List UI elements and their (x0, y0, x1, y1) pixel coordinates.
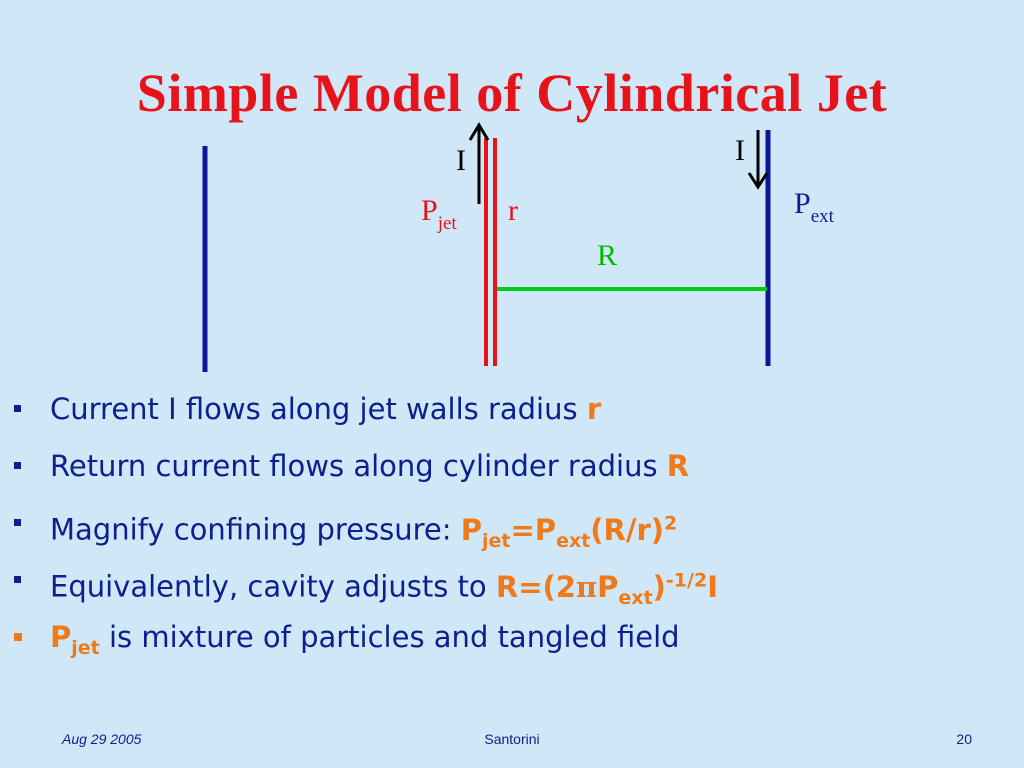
arrow-down-head-icon (747, 172, 769, 190)
page-number: 20 (956, 731, 972, 747)
label-current-left: I (456, 144, 466, 177)
formula-sup: -1/2 (665, 569, 708, 591)
bullet-text: Return current flows along cylinder radi… (50, 449, 667, 483)
bullet-text: Magnify confining pressure: (50, 512, 461, 547)
formula-pjet: Pjet (50, 620, 100, 659)
bullet-square-icon (14, 405, 21, 412)
formula-part: =P (510, 512, 557, 547)
formula-sub: jet (482, 529, 511, 552)
formula-part: P (460, 512, 483, 547)
formula-part: R=(2 (495, 569, 576, 604)
bullet-square-icon (14, 576, 21, 583)
label-p-jet-sub: jet (437, 213, 458, 234)
bullet-text: Equivalently, cavity adjusts to (50, 569, 496, 604)
formula-sub: ext (618, 586, 653, 609)
label-R: R (597, 239, 617, 272)
bullet-square-icon (14, 462, 21, 469)
label-current-right: I (735, 134, 745, 167)
bullet-highlight: r (586, 392, 602, 426)
label-p-ext-sub: ext (811, 206, 835, 227)
bullet-square-icon (14, 633, 22, 641)
formula-sub: ext (556, 529, 591, 552)
bullet-item: Pjet is mixture of particles and tangled… (14, 615, 1004, 672)
slide-title: Simple Model of Cylindrical Jet (136, 63, 888, 123)
formula-sup: 2 (664, 512, 678, 534)
bullet-item: Current I flows along jet walls radius r (14, 387, 1004, 444)
bullet-text: is mixture of particles and tangled fiel… (99, 620, 680, 654)
footer-location: Santorini (484, 731, 540, 747)
bullet-item: Magnify confining pressure: Pjet=Pext(R/… (14, 501, 1004, 558)
formula-radius: R=(2πPext)-1/2I (495, 569, 718, 608)
formula-pi: π (575, 569, 598, 604)
label-p-jet: Pjet (421, 194, 457, 234)
formula-pressure: Pjet=Pext(R/r)2 (460, 512, 678, 551)
bullet-item: Return current flows along cylinder radi… (14, 444, 1004, 501)
jet-diagram: I I Pjet r R Pext (202, 122, 835, 372)
formula-part: P (50, 620, 72, 654)
label-r: r (508, 194, 518, 227)
bullet-highlight: R (666, 449, 690, 483)
label-p-ext: Pext (794, 187, 835, 227)
formula-part: P (597, 569, 619, 604)
label-p-jet-main: P (421, 194, 438, 227)
formula-part: (R/r) (590, 512, 665, 547)
arrow-up-head-icon (468, 122, 490, 141)
bullet-text: Current I flows along jet walls radius (50, 392, 587, 426)
label-p-ext-main: P (794, 187, 811, 220)
formula-part: I (707, 569, 718, 604)
formula-sub: jet (71, 636, 100, 659)
bullet-list: Current I flows along jet walls radius r… (14, 387, 1004, 672)
bullet-square-icon (14, 519, 21, 526)
bullet-item: Equivalently, cavity adjusts to R=(2πPex… (14, 558, 1004, 615)
footer-date: Aug 29 2005 (62, 731, 142, 747)
formula-part: ) (652, 569, 666, 604)
